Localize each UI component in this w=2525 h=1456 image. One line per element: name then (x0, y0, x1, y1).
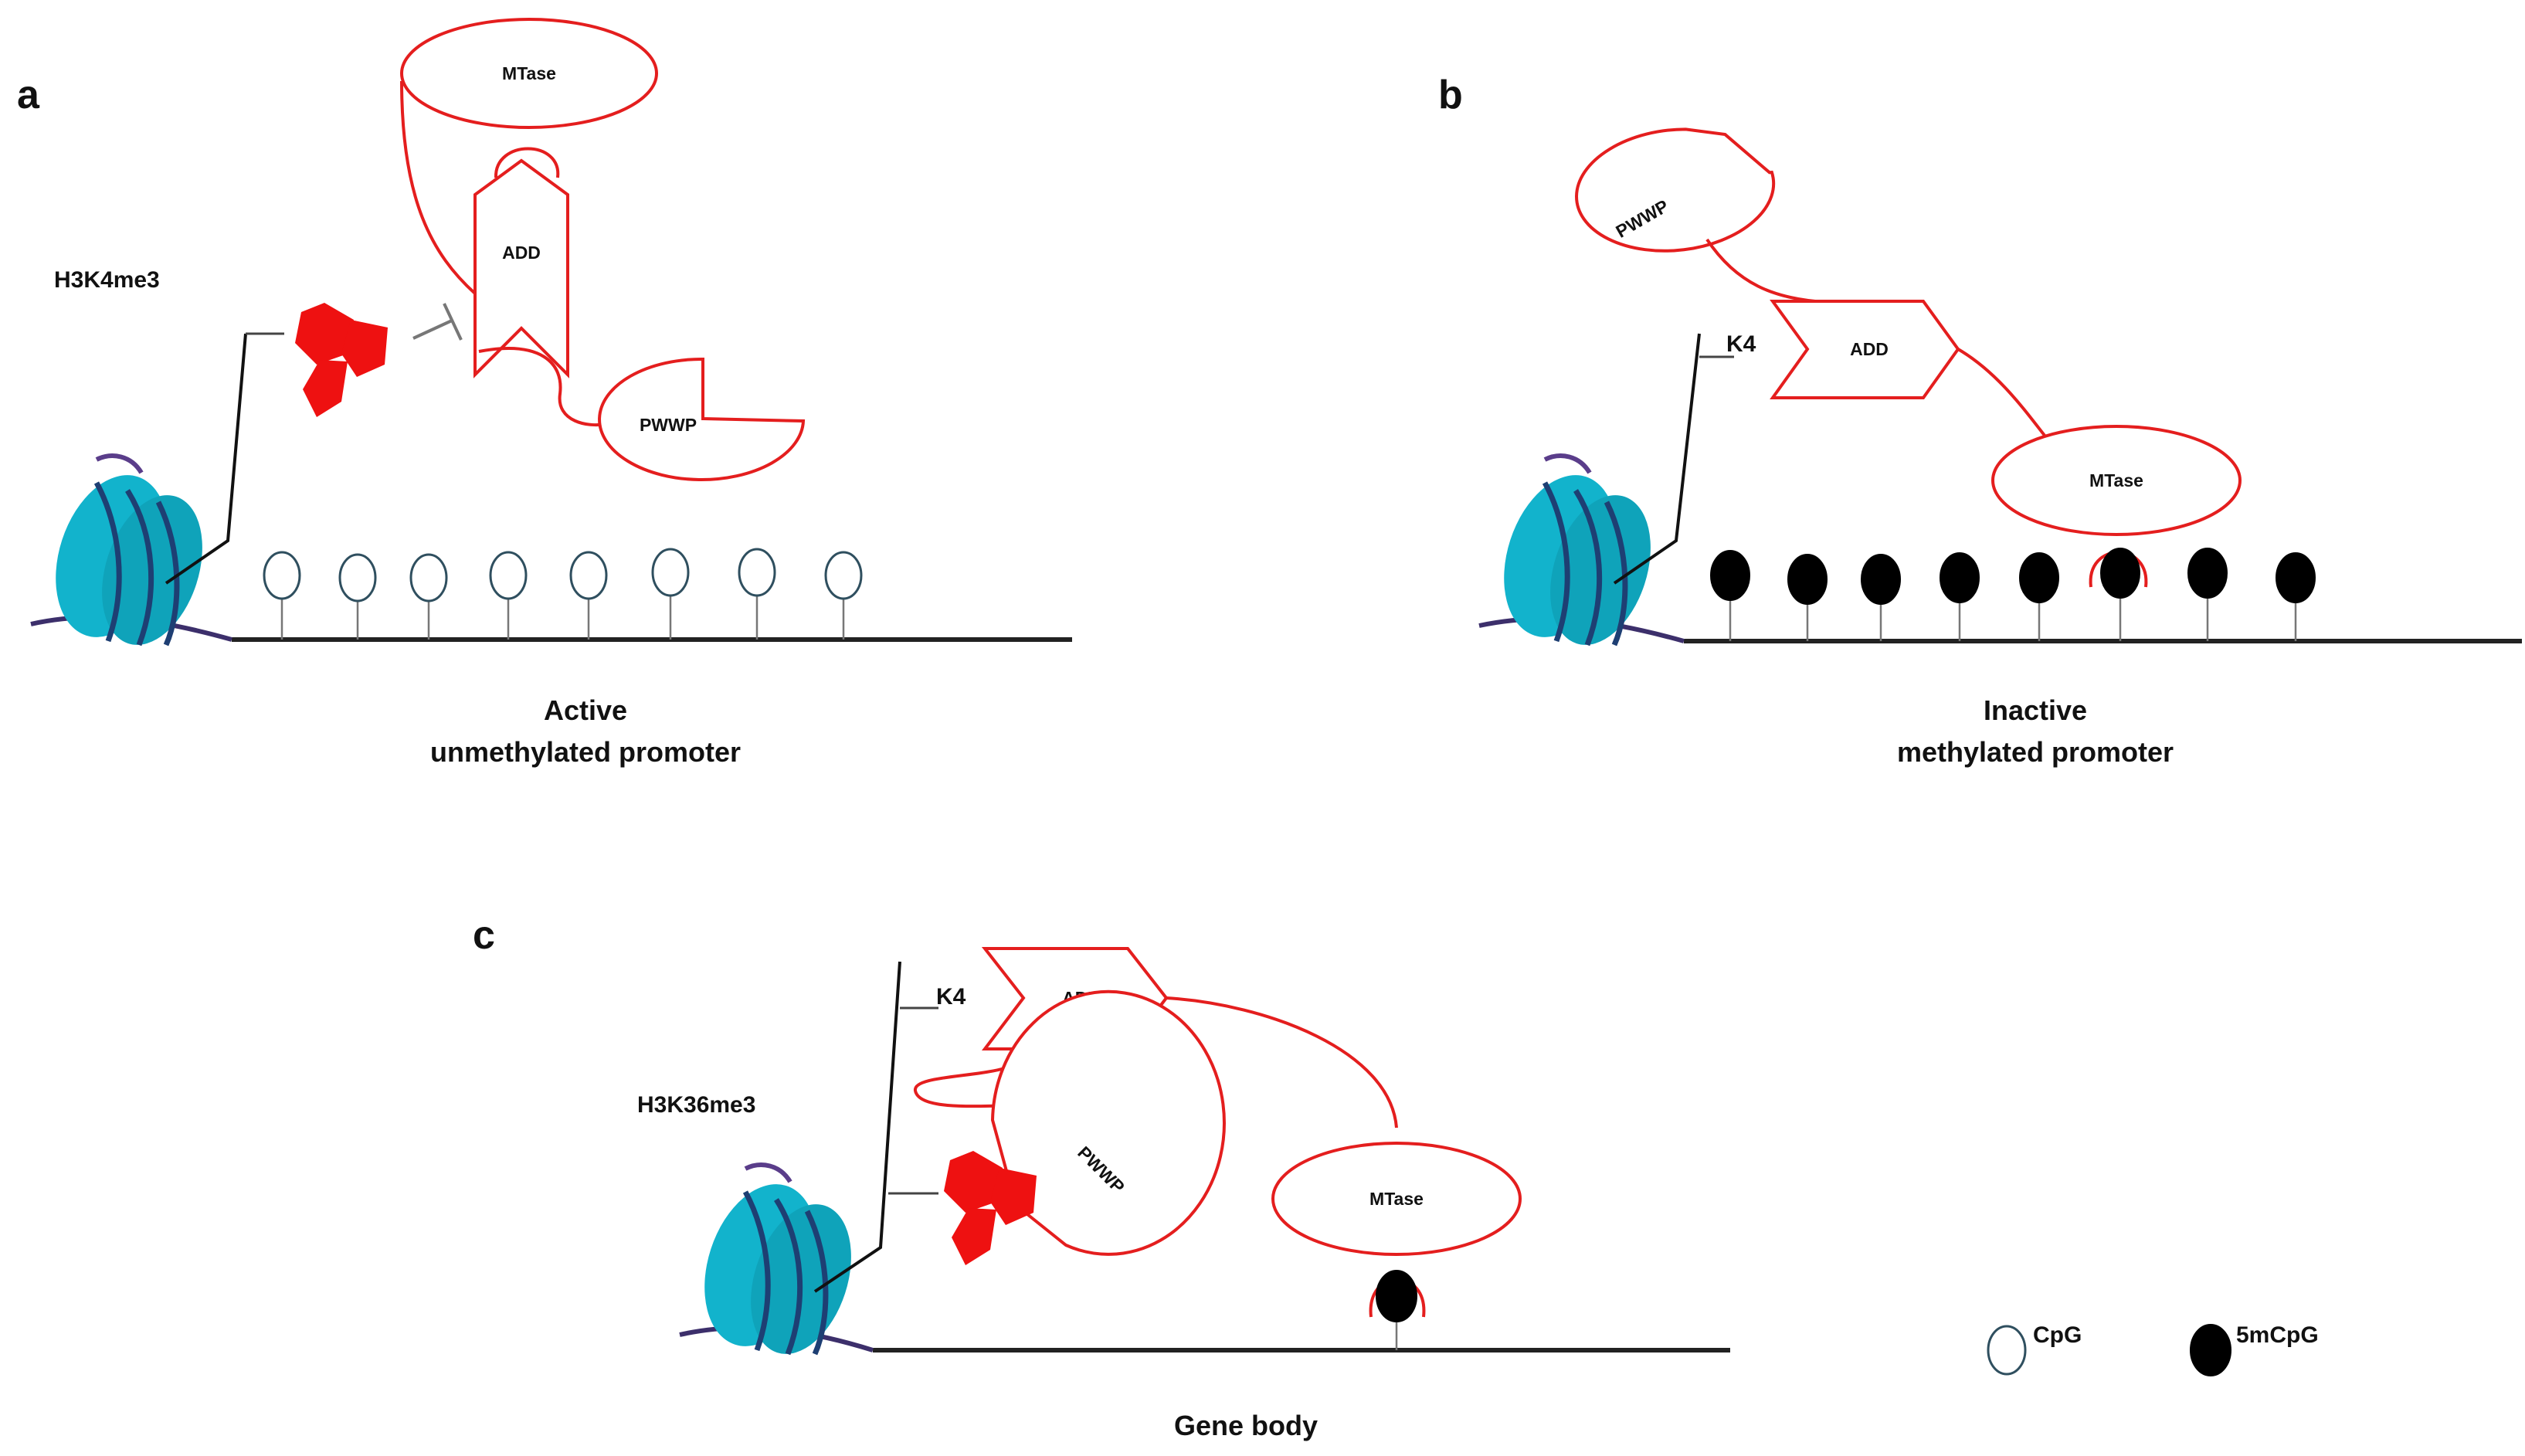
caption-line-2: methylated promoter (1897, 736, 2174, 768)
mcpg-site (2019, 552, 2059, 641)
mcpg-site (2100, 548, 2140, 641)
pwwp-domain (1575, 127, 1776, 253)
mtase-label: MTase (502, 63, 556, 83)
mark-label: H3K36me3 (637, 1092, 755, 1118)
add-domain (473, 158, 569, 378)
nucleosome (1485, 456, 1668, 658)
mcpg-site (2187, 548, 2228, 641)
panel-a: a H3K4me3 MTase ADD PWWP (17, 18, 1072, 768)
nucleosome (685, 1165, 869, 1367)
histone-tail (813, 961, 901, 1293)
panel-letter-a: a (17, 73, 40, 117)
linker-pwwp-add (1705, 238, 1816, 303)
mcpg-site (1376, 1270, 1417, 1350)
mcpg-site (1787, 554, 1828, 641)
pwwp-label: PWWP (640, 415, 697, 435)
legend: CpG 5mCpG (1987, 1322, 2319, 1376)
cpg-site (263, 551, 301, 640)
mark-label: H3K4me3 (54, 267, 160, 293)
mcpg-site (1940, 552, 1980, 641)
mtase-label: MTase (2089, 470, 2143, 490)
mcpg-site (2276, 552, 2316, 641)
add-domain (1770, 300, 1960, 399)
cpg-site (338, 553, 377, 640)
panel-b: b K4 PWWP ADD MTase Inactive methylate (1438, 73, 2522, 768)
pwwp-domain (990, 989, 1226, 1256)
inhibition-bar (443, 303, 463, 341)
inhibition-line (412, 319, 453, 340)
pwwp-domain (598, 357, 806, 481)
panel-letter-c: c (473, 913, 495, 958)
caption-line-2: unmethylated promoter (430, 736, 741, 768)
cpg-site (824, 551, 863, 640)
k4-label: K4 (1726, 331, 1756, 357)
linker-mtase-add (400, 80, 477, 295)
catalytic-loop (494, 147, 560, 178)
legend-cpg-symbol (1987, 1325, 2027, 1376)
panel-c: c K4 H3K36me3 ADD PWWP MTase Gene body (473, 913, 1730, 1441)
panel-letter-b: b (1438, 73, 1463, 117)
histone-tail (165, 333, 247, 585)
linker-add-mtase (1166, 996, 1398, 1128)
mtase-domain (1271, 1142, 1522, 1256)
cpg-site (651, 548, 690, 640)
legend-mcpg-label: 5mCpG (2236, 1322, 2319, 1348)
mtase-label: MTase (1369, 1189, 1424, 1209)
mcpg-site (1710, 550, 1750, 641)
add-label: ADD (1850, 339, 1889, 359)
cpg-site (569, 551, 608, 640)
cpg-site (409, 553, 448, 640)
cpg-row (263, 548, 863, 640)
h3k4me3-mark (295, 303, 388, 417)
legend-mcpg-symbol (2190, 1324, 2231, 1376)
caption: Gene body (1174, 1410, 1318, 1441)
k4-label: K4 (936, 984, 966, 1010)
mtase-domain (400, 18, 658, 129)
mtase-domain (1991, 425, 2242, 536)
mcpg-site (1861, 554, 1901, 641)
cpg-site (489, 551, 528, 640)
cpg-site (738, 548, 776, 640)
histone-tail (1613, 333, 1701, 585)
linker-add-pwwp (478, 347, 611, 427)
legend-cpg-label: CpG (2033, 1322, 2082, 1348)
caption-line-1: Inactive (1984, 694, 2087, 726)
add-label: ADD (502, 243, 541, 263)
mcpg-row (1710, 548, 2316, 641)
caption-line-1: Active (544, 694, 627, 726)
